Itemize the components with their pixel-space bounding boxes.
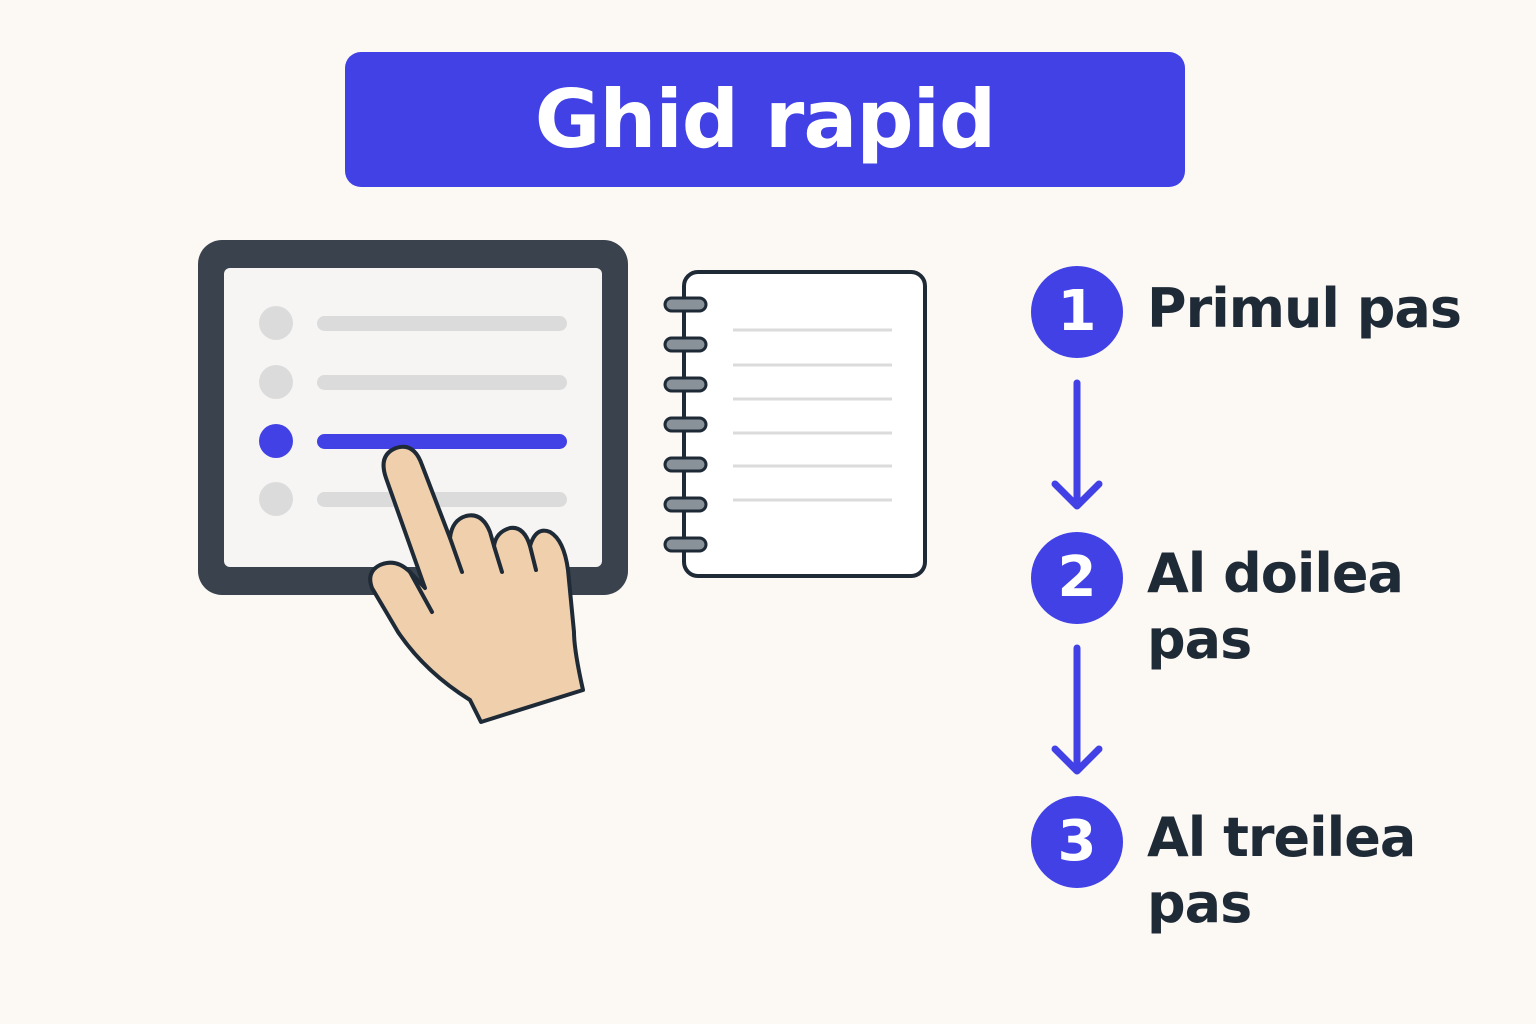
list-row bbox=[259, 365, 567, 399]
step-3-number: 3 bbox=[1031, 796, 1123, 888]
spiral-notebook-icon bbox=[663, 270, 927, 578]
tablet-icon bbox=[198, 240, 628, 595]
quick-guide-illustration bbox=[198, 240, 927, 724]
list-row-selected bbox=[259, 424, 567, 458]
arrow-down-icon bbox=[1051, 379, 1103, 510]
arrow-down-icon bbox=[1051, 644, 1103, 775]
pointing-hand-icon bbox=[368, 444, 585, 724]
list-row bbox=[259, 306, 567, 340]
title-banner: Ghid rapid bbox=[345, 52, 1185, 187]
step-1-label: Primul pas bbox=[1147, 277, 1462, 340]
list-row bbox=[259, 482, 567, 516]
step-3-label: Al treilea pas bbox=[1147, 806, 1416, 935]
step-2-number: 2 bbox=[1031, 532, 1123, 624]
step-1-number: 1 bbox=[1031, 266, 1123, 358]
step-2-label: Al doilea pas bbox=[1147, 542, 1404, 671]
page-title: Ghid rapid bbox=[534, 72, 997, 166]
